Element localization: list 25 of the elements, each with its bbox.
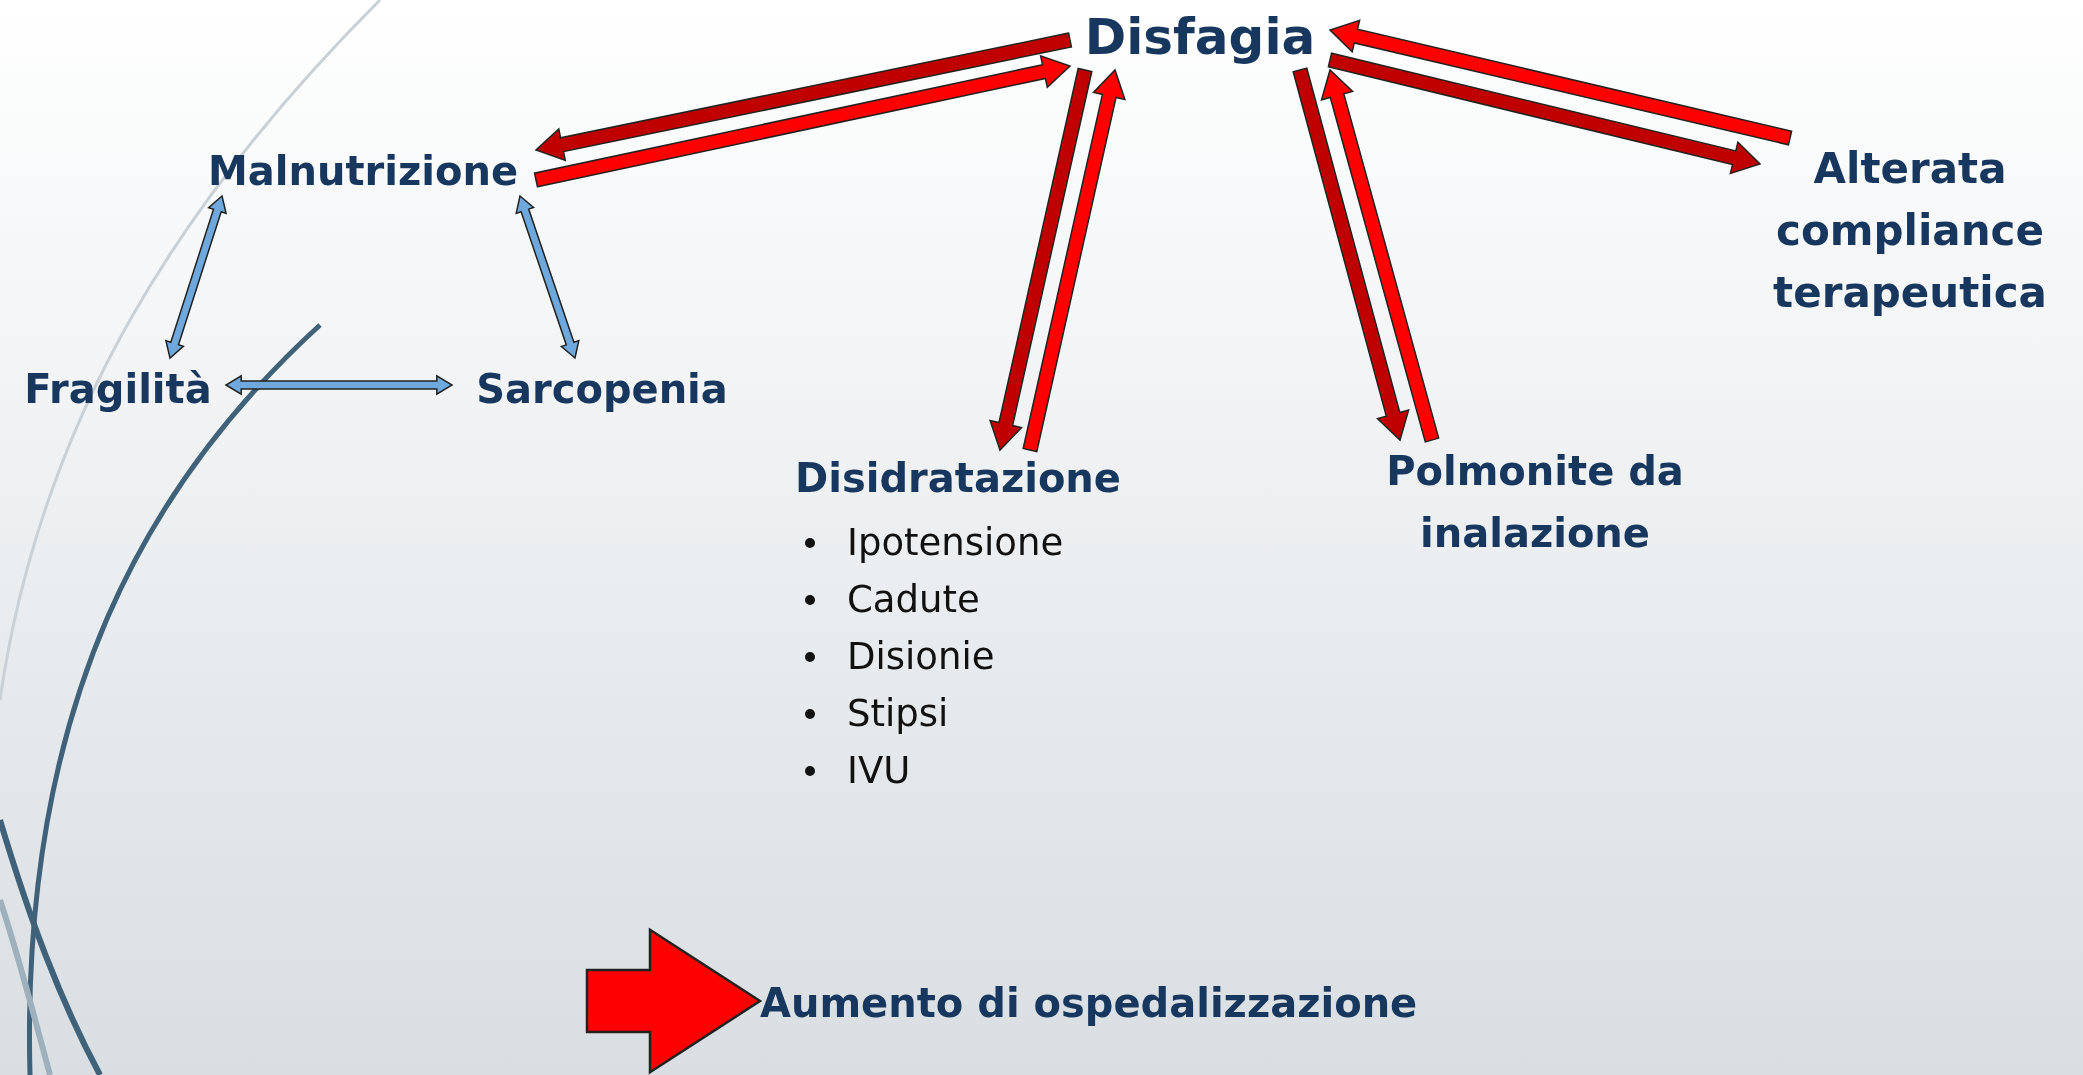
arrow: [1328, 19, 1793, 146]
arrow: [1292, 67, 1410, 442]
arrow: [1022, 68, 1127, 453]
double-arrow: [515, 194, 580, 360]
topic-label: Polmonite da inalazione: [1370, 440, 1700, 565]
topic-label: Alterata compliance terapeutica: [1760, 138, 2060, 328]
double-arrow: [164, 194, 228, 360]
list-item: Ipotensione: [847, 520, 1064, 566]
list-item: IVU: [847, 748, 911, 794]
list-item: Disionie: [847, 634, 995, 680]
list-item: Stipsi: [847, 691, 949, 737]
topic-label: Sarcopenia: [452, 358, 752, 412]
topic-label: Disfagia: [1070, 6, 1330, 70]
arrow: [1327, 52, 1762, 175]
topic-label: Aumento di ospedalizzazione: [760, 972, 1530, 1032]
arrow: [533, 54, 1072, 188]
arrow: [988, 67, 1093, 452]
arrow: [1320, 68, 1440, 443]
double-arrow: [224, 374, 454, 396]
node-heading: Disidratazione: [795, 454, 1121, 503]
arrow: [534, 32, 1073, 162]
topic-label: Fragilità: [10, 358, 226, 412]
list-item: Cadute: [847, 577, 980, 623]
arrow: [585, 927, 763, 1075]
topic-label: Malnutrizione: [190, 140, 536, 196]
